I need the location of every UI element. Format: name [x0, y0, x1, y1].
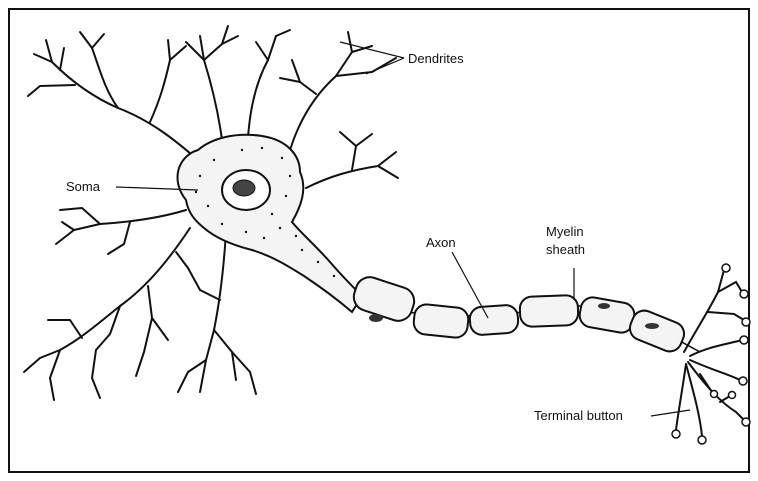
myelin-segment [413, 303, 470, 338]
myelin-sheath [350, 274, 687, 355]
diagram-frame [9, 9, 749, 472]
label-terminal-button: Terminal button [534, 408, 623, 423]
label-soma: Soma [66, 179, 101, 194]
terminal-leader [651, 410, 690, 416]
nucleolus [233, 180, 255, 196]
myelin-segment [350, 274, 418, 325]
terminal-button-knobs [672, 264, 750, 444]
myelin-segment [626, 307, 687, 355]
myelin-segment [469, 304, 519, 335]
label-myelin-line2: sheath [546, 242, 585, 257]
label-myelin-line1: Myelin [546, 224, 584, 239]
myelin-segment [519, 295, 578, 327]
myelin-segment [578, 296, 636, 335]
label-axon: Axon [426, 235, 456, 250]
leader-lines [116, 42, 690, 416]
label-dendrites: Dendrites [408, 51, 464, 66]
soma-body [177, 135, 362, 312]
